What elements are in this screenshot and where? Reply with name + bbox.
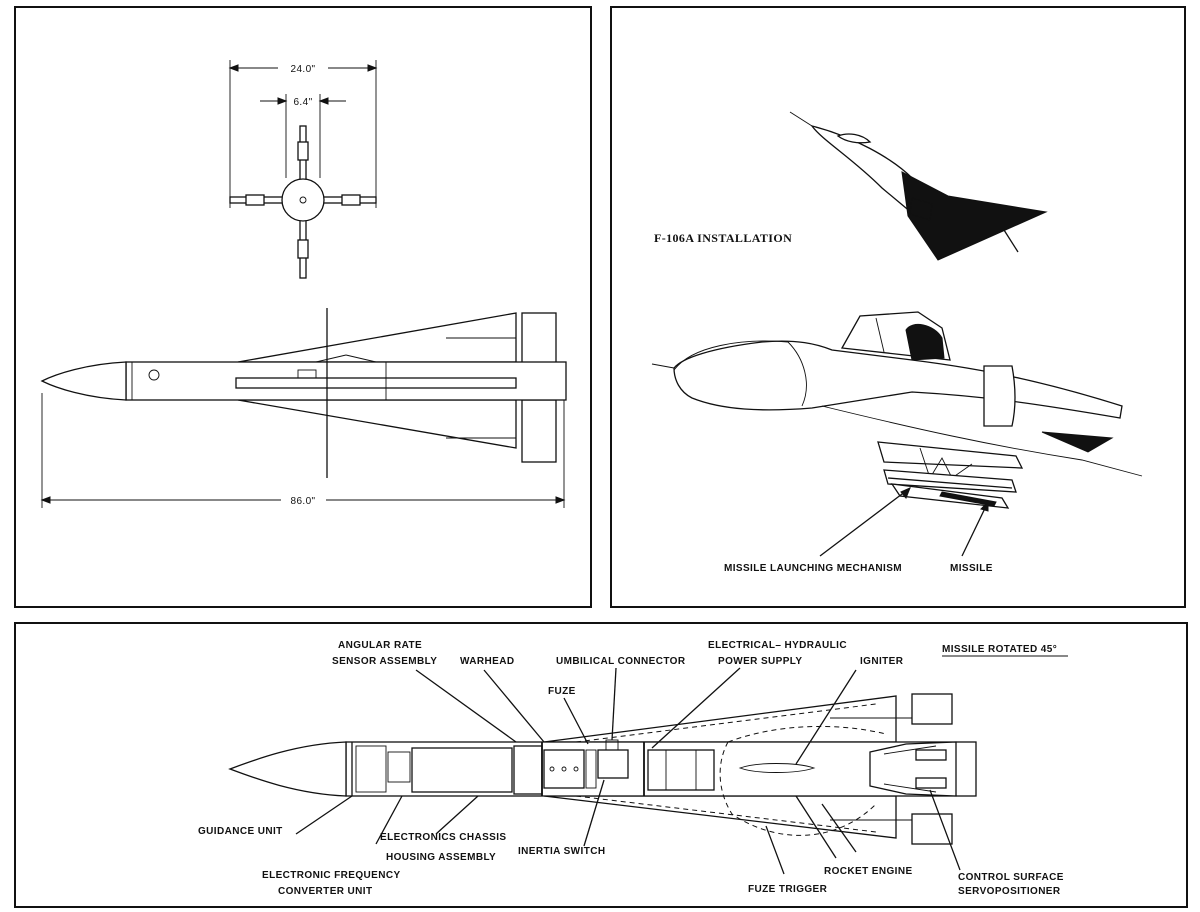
launching-mechanism-label: MISSILE LAUNCHING MECHANISM (724, 563, 902, 574)
converter-label-1: ELECTRONIC FREQUENCY (262, 870, 401, 881)
servo-label-1: CONTROL SURFACE (958, 872, 1064, 883)
dimensions-drawing: 24.0" 6.4" (40, 60, 567, 508)
missile-front-view (229, 125, 377, 279)
angular-rate-label-1: ANGULAR RATE (338, 640, 422, 651)
callout-leaders (295, 667, 961, 875)
span-dimension: 24.0" (228, 60, 378, 208)
aircraft-top-view (789, 111, 1048, 261)
inertia-switch-label: INERTIA SWITCH (518, 846, 605, 857)
angular-rate-label-2: SENSOR ASSEMBLY (332, 656, 437, 667)
umbilical-label: UMBILICAL CONNECTOR (556, 656, 686, 667)
power-supply-label-2: POWER SUPPLY (718, 656, 802, 667)
servo-label-2: SERVOPOSITIONER (958, 886, 1061, 897)
rotation-note: MISSILE ROTATED 45° (942, 644, 1057, 655)
installation-drawing: F-106A INSTALLATION M (651, 111, 1143, 574)
installation-title: F-106A INSTALLATION (654, 231, 792, 245)
chassis-label-1: ELECTRONICS CHASSIS (380, 832, 507, 843)
aircraft-side-view (651, 311, 1143, 509)
rocket-engine-label: ROCKET ENGINE (824, 866, 913, 877)
guidance-unit-label: GUIDANCE UNIT (198, 826, 283, 837)
span-overall-label: 24.0" (290, 64, 315, 75)
length-overall-label: 86.0" (290, 496, 315, 507)
chassis-label-2: HOUSING ASSEMBLY (386, 852, 496, 863)
cutaway-drawing: MISSILE ROTATED 45° (198, 640, 1068, 897)
power-supply-label-1: ELECTRICAL– HYDRAULIC (708, 640, 847, 651)
body-diameter-label: 6.4" (293, 97, 312, 108)
converter-label-2: CONVERTER UNIT (278, 886, 373, 897)
fuze-label: FUZE (548, 686, 576, 697)
diameter-dimension: 6.4" (260, 94, 346, 178)
cutaway-panel: MISSILE ROTATED 45° (14, 622, 1188, 908)
installation-panel: F-106A INSTALLATION M (610, 6, 1186, 608)
dimensions-panel: 24.0" 6.4" (14, 6, 592, 608)
fuze-trigger-label: FUZE TRIGGER (748, 884, 828, 895)
length-dimension: 86.0" (40, 393, 566, 508)
missile-label: MISSILE (950, 563, 993, 574)
warhead-label: WARHEAD (460, 656, 514, 667)
missile-side-view (40, 308, 567, 478)
igniter-label: IGNITER (860, 656, 904, 667)
